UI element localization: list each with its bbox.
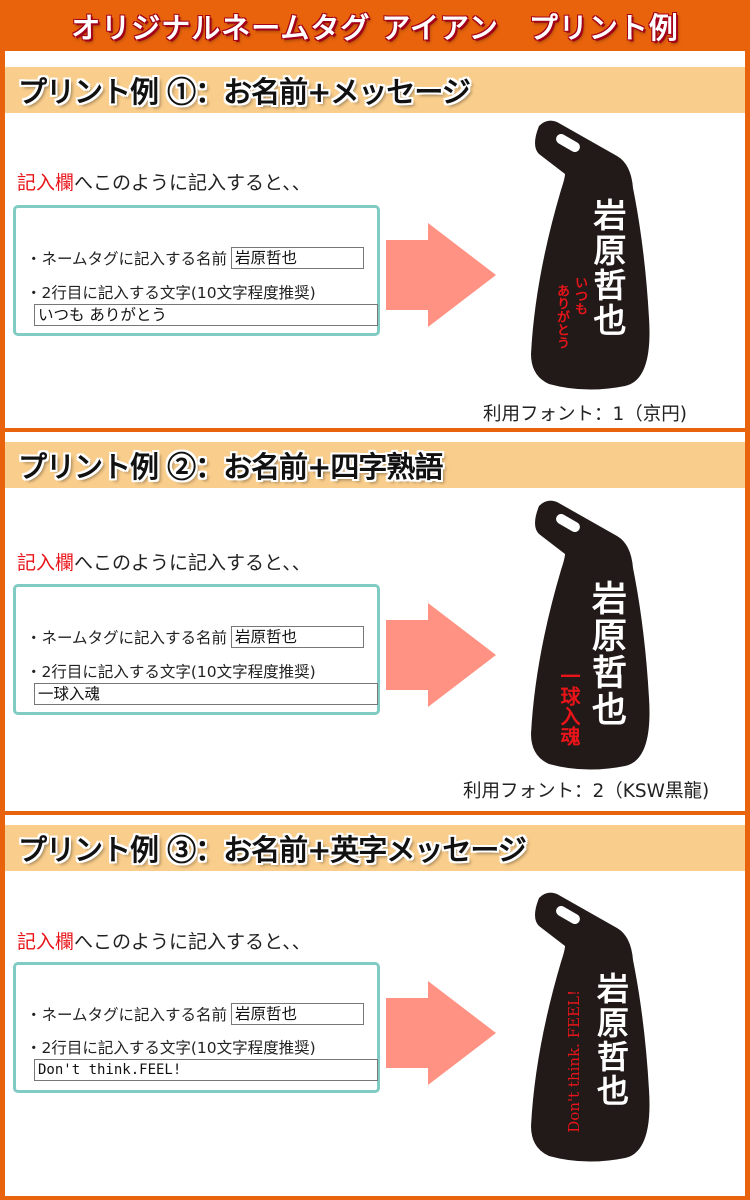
line2-label-row: ・2行目に記入する文字(10文字程度推奨) [26, 1036, 316, 1058]
intro-text: 記入欄へこのように記入すると、、 [17, 927, 311, 954]
intro-rest: へこのように記入すると、、 [74, 931, 311, 953]
intro-highlight: 記入欄 [17, 552, 75, 574]
title-bar: オリジナルネームタグ アイアン プリント例 [0, 0, 750, 51]
line2-row: 一球入魂 [34, 683, 378, 705]
line2-row: いつも ありがとう [34, 304, 378, 326]
line2-field[interactable]: いつも ありがとう [34, 304, 378, 326]
section-divider [0, 428, 750, 432]
name-row: ・ネームタグに記入する名前 岩原哲也 [26, 1003, 365, 1025]
name-tag-preview: 岩原哲也 いつも ありがとう [525, 118, 655, 393]
section-header: プリント例 ①：お名前+メッセージ [5, 67, 745, 113]
intro-rest: へこのように記入すると、、 [74, 172, 311, 194]
section-title: プリント例 ③：お名前+英字メッセージ [18, 833, 527, 867]
intro-text: 記入欄へこのように記入すると、、 [17, 548, 311, 575]
arrow-right-icon [386, 981, 496, 1085]
tag-name-text: 岩原哲也 [592, 972, 630, 1108]
section-header: プリント例 ③：お名前+英字メッセージ [5, 825, 745, 871]
entry-form-box: ・ネームタグに記入する名前 岩原哲也 ・2行目に記入する文字(10文字程度推奨)… [13, 205, 380, 336]
entry-form-box: ・ネームタグに記入する名前 岩原哲也 ・2行目に記入する文字(10文字程度推奨)… [13, 584, 380, 715]
font-note: 利用フォント：1（京円) [483, 404, 687, 425]
line2-field[interactable]: 一球入魂 [34, 683, 378, 705]
tag-name-text: 岩原哲也 [586, 580, 627, 728]
section-header: プリント例 ②：お名前+四字熟語 [5, 442, 745, 488]
tag-name-text: 岩原哲也 [588, 198, 627, 338]
section-title: プリント例 ①：お名前+メッセージ [18, 75, 471, 109]
tag-shape-icon [531, 120, 650, 390]
name-tag-preview: 岩原哲也 Don't think. FEEL! [525, 890, 655, 1165]
section-divider [0, 811, 750, 815]
line2-label: ・2行目に記入する文字(10文字程度推奨) [26, 663, 316, 681]
tag-message-col1: いつも [572, 276, 587, 315]
line2-field[interactable]: Don't think.FEEL! [34, 1059, 378, 1081]
name-label: ・ネームタグに記入する名前 [26, 629, 228, 647]
tag-shape-icon [531, 892, 650, 1162]
intro-highlight: 記入欄 [17, 931, 75, 953]
line2-label: ・2行目に記入する文字(10文字程度推奨) [26, 1039, 316, 1057]
intro-rest: へこのように記入すると、、 [74, 552, 311, 574]
arrow-right-icon [386, 223, 496, 327]
line2-label-row: ・2行目に記入する文字(10文字程度推奨) [26, 281, 316, 303]
font-note: 利用フォント：2（KSW黒龍) [463, 781, 710, 802]
name-tag-preview: 岩原哲也 一球入魂 [525, 498, 655, 773]
name-field[interactable]: 岩原哲也 [231, 1003, 365, 1025]
tag-shape-icon [531, 500, 650, 770]
entry-form-box: ・ネームタグに記入する名前 岩原哲也 ・2行目に記入する文字(10文字程度推奨)… [13, 962, 380, 1093]
line2-row: Don't think.FEEL! [34, 1059, 378, 1081]
name-label: ・ネームタグに記入する名前 [26, 250, 228, 268]
section-title: プリント例 ②：お名前+四字熟語 [18, 450, 443, 484]
line2-label: ・2行目に記入する文字(10文字程度推奨) [26, 284, 316, 302]
page-title: オリジナルネームタグ アイアン プリント例 [71, 10, 679, 45]
name-label: ・ネームタグに記入する名前 [26, 1006, 228, 1024]
tag-message-text: 一球入魂 [557, 666, 581, 746]
line2-label-row: ・2行目に記入する文字(10文字程度推奨) [26, 660, 316, 682]
name-row: ・ネームタグに記入する名前 岩原哲也 [26, 247, 365, 269]
arrow-right-icon [386, 603, 496, 707]
tag-message-text: Don't think. FEEL! [565, 990, 583, 1133]
intro-text: 記入欄へこのように記入すると、、 [17, 168, 311, 195]
name-field[interactable]: 岩原哲也 [231, 247, 365, 269]
intro-highlight: 記入欄 [17, 172, 75, 194]
name-row: ・ネームタグに記入する名前 岩原哲也 [26, 626, 365, 648]
tag-message-col2: ありがとう [554, 284, 569, 349]
name-field[interactable]: 岩原哲也 [231, 626, 365, 648]
